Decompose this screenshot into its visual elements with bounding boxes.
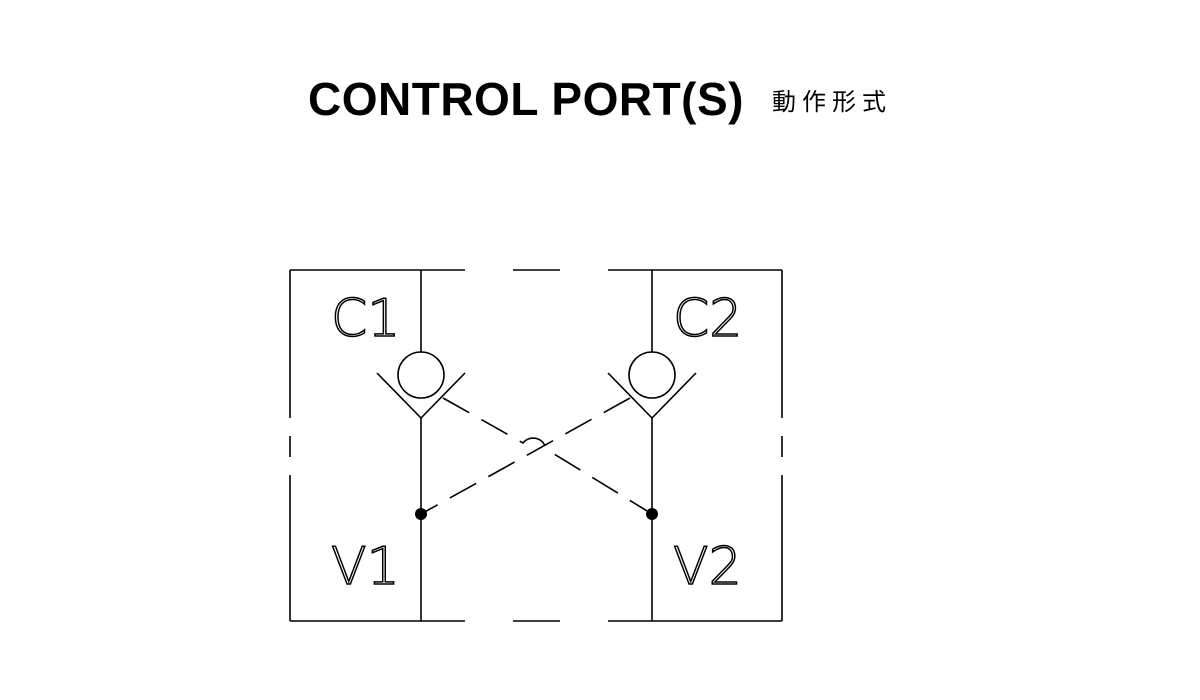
junction-dot-right <box>646 508 658 520</box>
enclosure-outline <box>289 269 783 622</box>
title-main: CONTROL PORT(S) <box>308 73 744 125</box>
junction-dot-left <box>415 508 427 520</box>
title-subtitle: 動作形式 <box>771 87 892 116</box>
port-label-c2: C2 <box>673 289 742 349</box>
pilot-line-c2-to-v1 <box>420 397 631 515</box>
port-label-v2: V2 <box>673 537 742 597</box>
pilot-line-c1-to-v2 <box>442 397 653 515</box>
check-valve-left <box>376 351 466 420</box>
port-label-c1: C1 <box>331 289 400 349</box>
check-valve-right <box>607 351 697 420</box>
port-label-v1: V1 <box>331 537 400 597</box>
diagram-title: CONTROL PORT(S) 動作形式 <box>0 72 1200 136</box>
